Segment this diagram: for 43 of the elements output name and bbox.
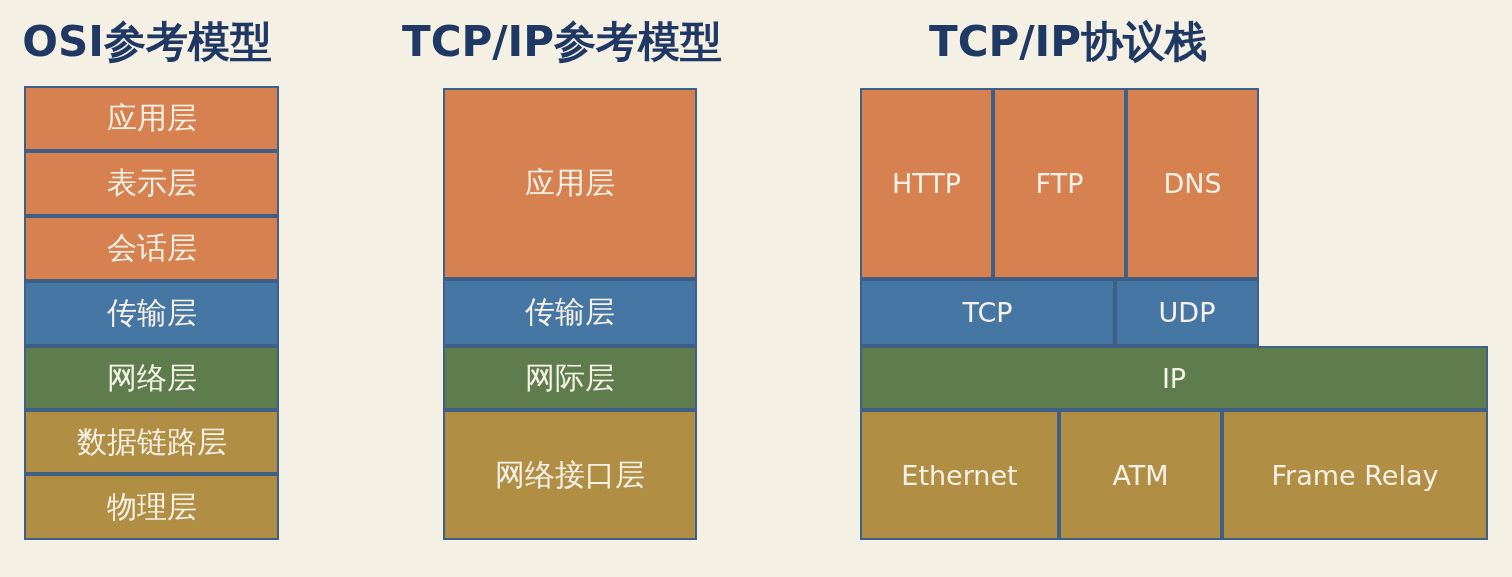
column-heading: TCP/IP参考模型: [402, 16, 722, 68]
layer-name: Ethernet: [901, 459, 1018, 491]
layer-name: 网络层: [106, 358, 197, 397]
layer-block: [24, 151, 279, 216]
layer-block: [443, 88, 697, 279]
layer-name: 物理层: [106, 487, 197, 526]
layer-name: FTP: [1035, 168, 1084, 199]
layer-name: IP: [1161, 362, 1187, 394]
layer-name: 应用层: [525, 164, 615, 202]
column-heading: TCP/IP协议栈: [929, 16, 1207, 68]
layer-name: 网络接口层: [495, 455, 645, 494]
layer-name: UDP: [1158, 297, 1216, 328]
layer-block: [24, 346, 279, 410]
layer-block: [860, 410, 1059, 540]
layer-name: ATM: [1112, 459, 1169, 491]
layer-block: [1059, 410, 1222, 540]
column-heading: OSI参考模型: [22, 16, 272, 68]
layer-block: [993, 88, 1126, 279]
layer-name: 应用层: [106, 99, 197, 137]
layer-block: [24, 281, 279, 346]
layer-block: [443, 346, 697, 410]
layer-block: [860, 346, 1488, 410]
layer-block: [860, 279, 1115, 346]
layer-block: [1115, 279, 1259, 346]
layer-name: 数据链路层: [76, 422, 227, 461]
layer-name: 传输层: [106, 294, 197, 332]
layer-block: [1222, 410, 1488, 540]
layer-name: 传输层: [525, 293, 615, 331]
layer-name: HTTP: [891, 168, 962, 199]
layer-name: DNS: [1163, 168, 1222, 199]
layer-block: [1126, 88, 1259, 279]
layer-name: 网际层: [525, 358, 615, 397]
layer-name: Frame Relay: [1271, 459, 1439, 491]
layer-block: [24, 216, 279, 281]
layer-block: [24, 474, 279, 540]
layer-name: 会话层: [106, 229, 197, 267]
layer-block: [24, 410, 279, 474]
layer-name: TCP: [962, 297, 1013, 328]
layer-block: [860, 88, 993, 279]
layer-block: [443, 279, 697, 346]
layer-block: [443, 410, 697, 540]
layer-block: [24, 86, 279, 151]
layer-name: 表示层: [106, 164, 197, 202]
